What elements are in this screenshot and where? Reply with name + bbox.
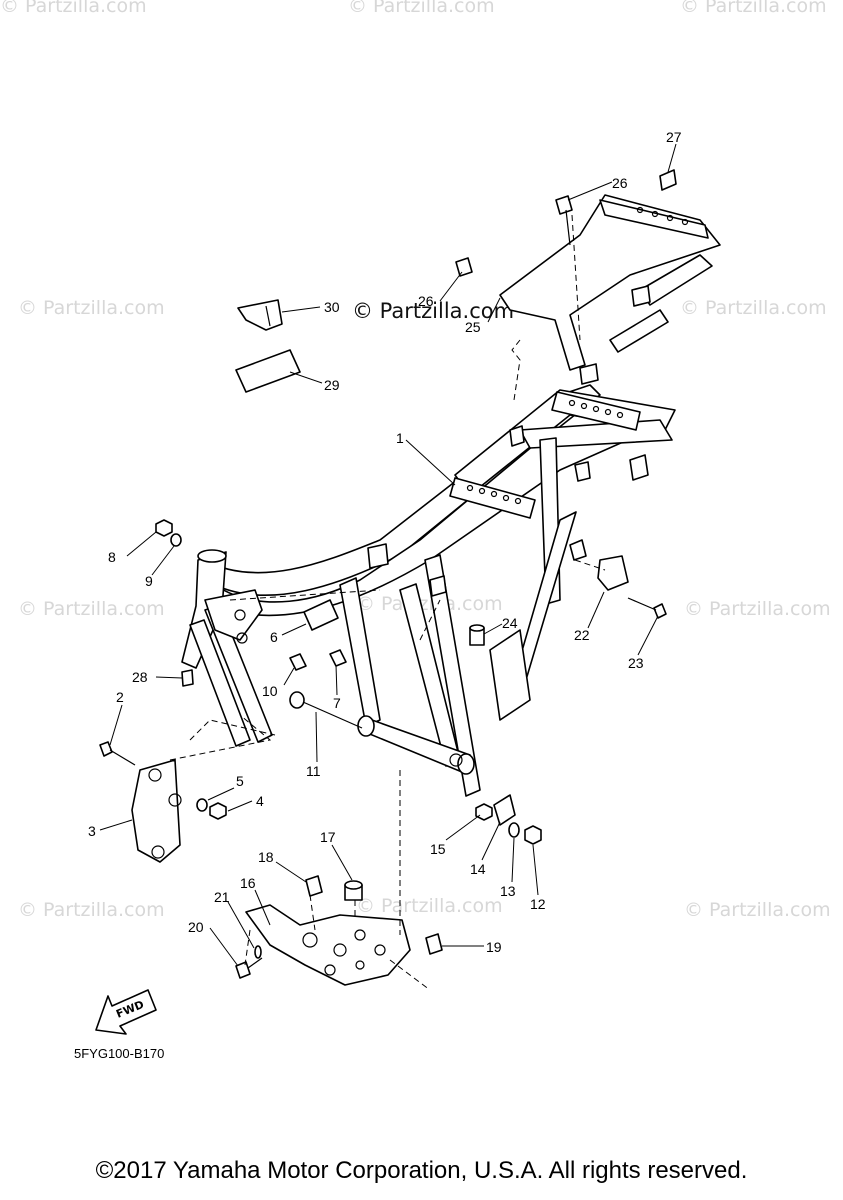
callout-13: 13 [500, 883, 516, 899]
callout-5: 5 [236, 773, 244, 789]
callout-8: 8 [108, 549, 116, 565]
callout-2: 2 [116, 689, 124, 705]
watermark: © Partzilla.com [18, 899, 165, 921]
callout-15: 15 [430, 841, 446, 857]
callout-19: 19 [486, 939, 502, 955]
callout-18: 18 [258, 849, 274, 865]
callout-7: 7 [333, 695, 341, 711]
callout-28: 28 [132, 669, 148, 685]
skid-plate [245, 904, 411, 986]
callout-6: 6 [270, 629, 278, 645]
callout-26b: 26 [418, 293, 434, 309]
callout-27: 27 [666, 129, 682, 145]
callout-12: 12 [530, 896, 546, 912]
callout-24: 24 [502, 615, 518, 631]
callout-labels: 1 2 3 4 5 6 7 8 9 10 11 12 13 14 15 16 1… [88, 129, 682, 955]
callout-9: 9 [145, 573, 153, 589]
callout-21: 21 [214, 889, 230, 905]
callout-29: 29 [324, 377, 340, 393]
watermark: © Partzilla.com [18, 598, 165, 620]
main-frame [181, 384, 676, 797]
callout-22: 22 [574, 627, 590, 643]
callout-25: 25 [465, 319, 481, 335]
callout-14: 14 [470, 861, 486, 877]
callout-20: 20 [188, 919, 204, 935]
callout-16: 16 [240, 875, 256, 891]
callout-4: 4 [256, 793, 264, 809]
watermark: © Partzilla.com [680, 0, 827, 17]
watermark: © Partzilla.com [684, 899, 831, 921]
fwd-arrow-icon: FWD [95, 989, 157, 1035]
small-parts [99, 169, 677, 979]
watermark: © Partzilla.com [348, 0, 495, 17]
watermark: © Partzilla.com [356, 895, 503, 917]
callout-10: 10 [262, 683, 278, 699]
callout-1: 1 [396, 430, 404, 446]
assembly-lines [169, 214, 606, 991]
watermark-center: © Partzilla.com [352, 299, 514, 323]
callout-3: 3 [88, 823, 96, 839]
watermark: © Partzilla.com [18, 297, 165, 319]
callout-17: 17 [320, 829, 336, 845]
callout-11: 11 [306, 763, 321, 779]
leader-lines [99, 143, 677, 967]
callout-23: 23 [628, 655, 644, 671]
drawing-code: 5FYG100-B170 [74, 1046, 164, 1061]
watermark: © Partzilla.com [0, 0, 147, 17]
watermark: © Partzilla.com [684, 598, 831, 620]
copyright-notice: ©2017 Yamaha Motor Corporation, U.S.A. A… [95, 1157, 748, 1184]
watermark-layer: © Partzilla.com © Partzilla.com © Partzi… [0, 0, 831, 921]
rear-subframe [499, 194, 721, 385]
watermark: © Partzilla.com [356, 593, 503, 615]
watermark: © Partzilla.com [680, 297, 827, 319]
callout-26: 26 [612, 175, 628, 191]
engine-bracket [131, 759, 182, 863]
callout-30: 30 [324, 299, 340, 315]
